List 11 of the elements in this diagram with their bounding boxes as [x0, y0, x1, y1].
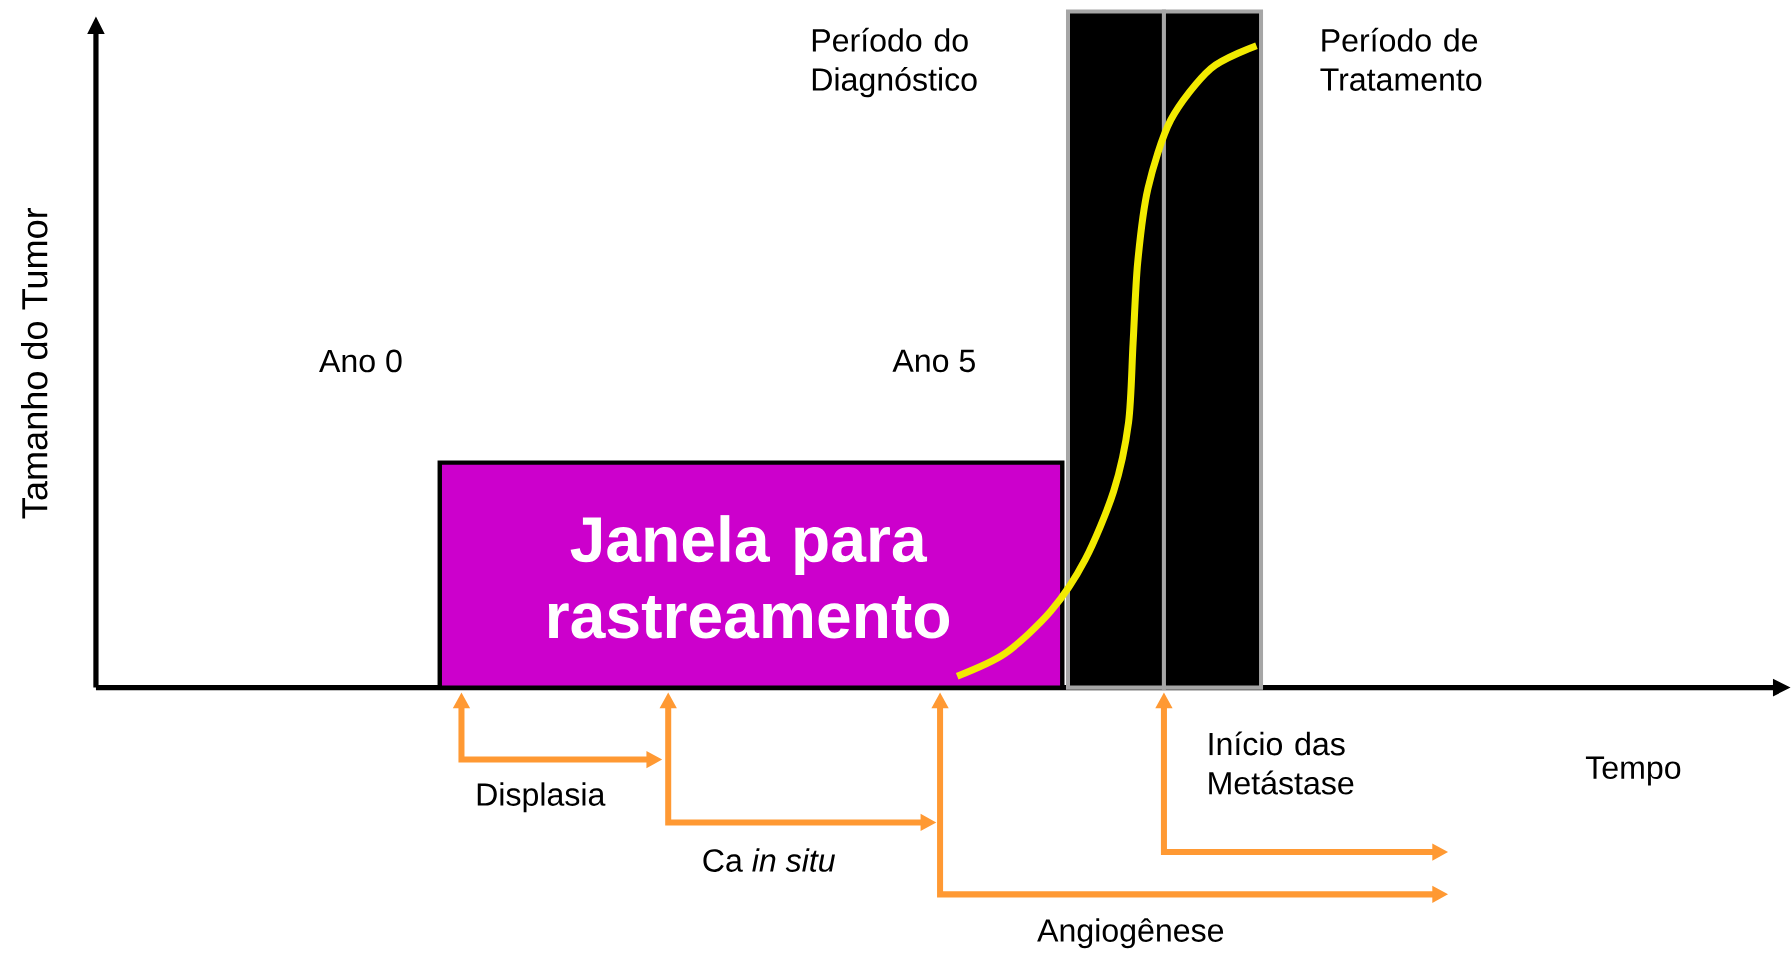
period-heading: Período de Tratamento [1320, 27, 1482, 91]
axis-label: Tempo [1585, 756, 1681, 786]
year-label: Ano 5 [892, 349, 975, 373]
event-label: Displasia [477, 782, 606, 813]
event-label: Início das Metástase [1209, 731, 1354, 795]
event-label: Ca in situ [703, 848, 835, 872]
axis-label: Tamanho do Tumor [21, 208, 48, 519]
screening-window-box: Janela para rastreamento [437, 460, 1065, 690]
event-label: Angiogênese [1037, 918, 1224, 949]
year-label: Ano 0 [319, 349, 402, 373]
period-heading: Período do Diagnóstico [812, 27, 977, 98]
